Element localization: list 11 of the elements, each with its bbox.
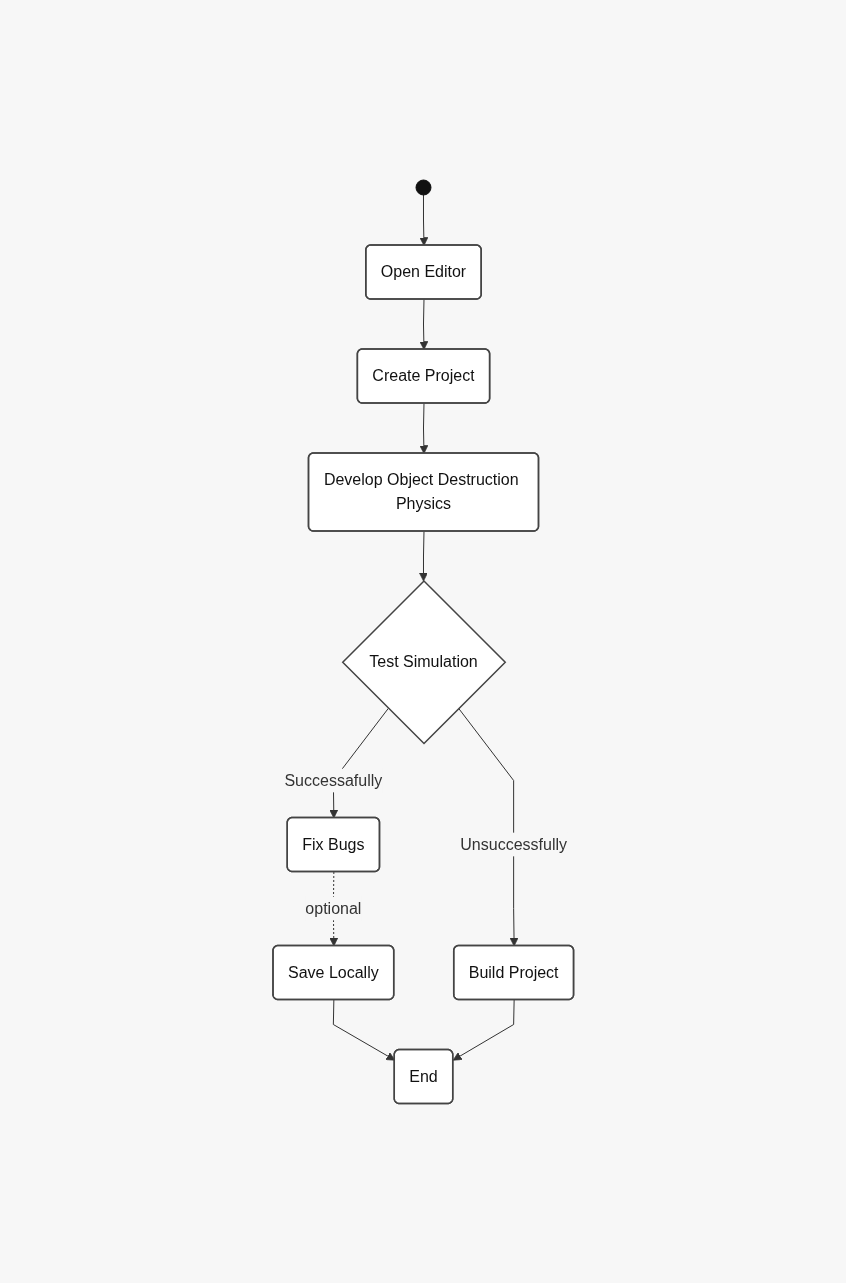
arrow <box>457 707 519 947</box>
arrow <box>419 298 428 350</box>
edge-label: optional <box>305 899 362 917</box>
arrow <box>418 530 428 582</box>
edge-label: Unsuccessfully <box>460 835 567 853</box>
arrow <box>452 999 515 1061</box>
node-diamond: Test Simulation <box>341 579 507 745</box>
node-circle <box>415 179 432 196</box>
arrow <box>419 194 428 246</box>
edge-label: Successafully <box>284 771 382 789</box>
arrow <box>419 402 428 454</box>
